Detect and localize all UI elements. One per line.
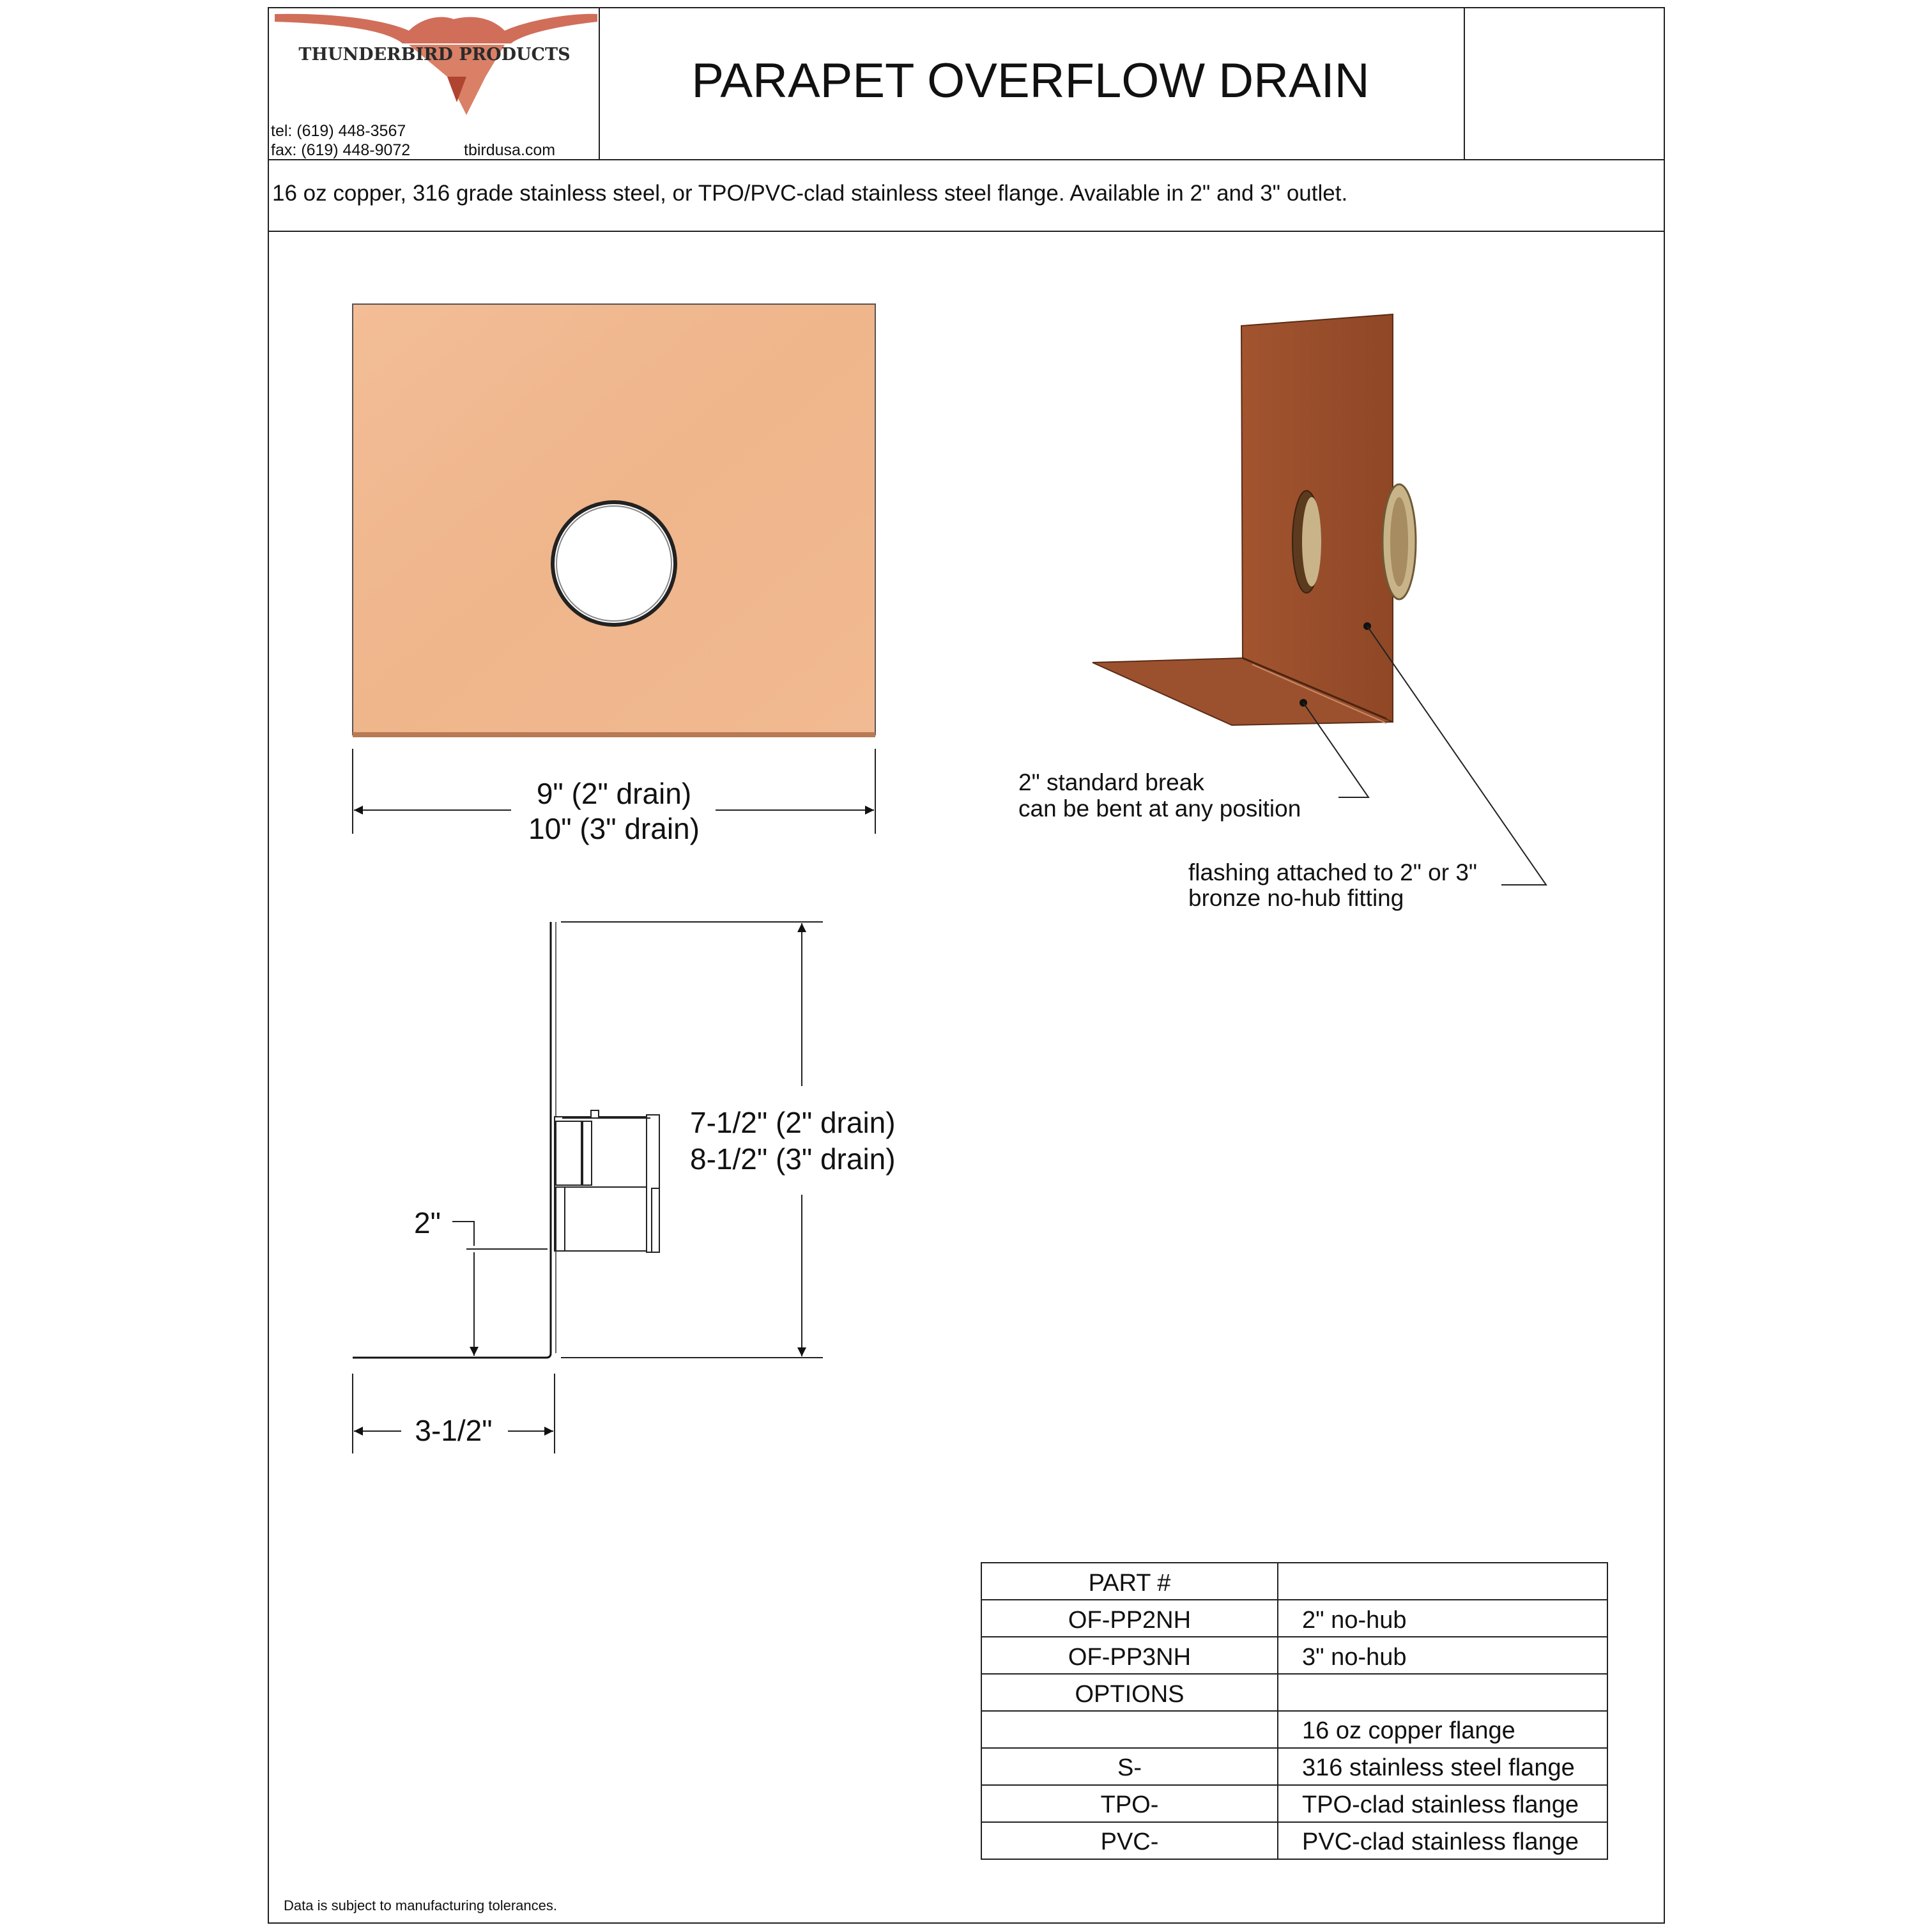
table-row-desc: 2" no-hub (1302, 1607, 1407, 1634)
table-row-desc: TPO-clad stainless flange (1302, 1791, 1579, 1818)
table-row-desc: 316 stainless steel flange (1302, 1754, 1575, 1781)
base-dimension (352, 1374, 555, 1453)
drain-hole (551, 500, 677, 627)
break-callout-line1: 2" standard break (1018, 769, 1204, 795)
table-row-part: OPTIONS (1075, 1681, 1184, 1708)
width-label-3in: 10" (3" drain) (528, 812, 700, 845)
drawing-title: PARAPET OVERFLOW DRAIN (691, 54, 1369, 108)
company-logo: THUNDERBIRD PRODUCTS tel: (619) 448-3567… (271, 13, 597, 159)
side-profile-view (353, 922, 660, 1359)
product-description: 16 oz copper, 316 grade stainless steel,… (272, 181, 1347, 206)
company-website[interactable]: tbirdusa.com (464, 141, 555, 159)
company-tel: tel: (619) 448-3567 (271, 122, 406, 140)
fitting-callout-line2: bronze no-hub fitting (1188, 885, 1404, 911)
break-callout-line2: can be bent at any position (1018, 795, 1301, 822)
sheet-border (268, 7, 1665, 1924)
flat-flange-view (352, 303, 876, 737)
width-label-2in: 9" (2" drain) (537, 777, 691, 810)
isometric-view (1092, 313, 1547, 885)
break-dimension (452, 1221, 548, 1356)
base-width-label: 3-1/2" (415, 1414, 492, 1447)
width-dimension (352, 749, 876, 834)
height-dimension (561, 921, 823, 1358)
thunderbird-logo-icon (275, 13, 597, 115)
table-row-part: OF-PP3NH (1068, 1644, 1191, 1671)
table-row-desc: 16 oz copper flange (1302, 1717, 1515, 1744)
table-row-desc: PVC-clad stainless flange (1302, 1828, 1579, 1855)
height-label-3in: 8-1/2" (3" drain) (690, 1142, 896, 1176)
company-fax: fax: (619) 448-9072 (271, 141, 410, 159)
footer-note: Data is subject to manufacturing toleran… (284, 1897, 557, 1913)
table-header-part: PART # (1089, 1570, 1171, 1597)
part-table: PART # OF-PP2NH 2" no-hub OF-PP3NH 3" no… (981, 1562, 1608, 1860)
table-row-part: OF-PP2NH (1068, 1607, 1191, 1634)
table-row-part: PVC- (1101, 1828, 1159, 1855)
table-row-part: TPO- (1101, 1791, 1159, 1818)
break-height-label: 2" (414, 1206, 441, 1239)
table-row-part: S- (1117, 1754, 1142, 1781)
company-name: THUNDERBIRD PRODUCTS (298, 45, 570, 65)
table-row-desc: 3" no-hub (1302, 1644, 1407, 1671)
height-label-2in: 7-1/2" (2" drain) (690, 1106, 896, 1139)
fitting-callout-line1: flashing attached to 2" or 3" (1188, 859, 1477, 885)
